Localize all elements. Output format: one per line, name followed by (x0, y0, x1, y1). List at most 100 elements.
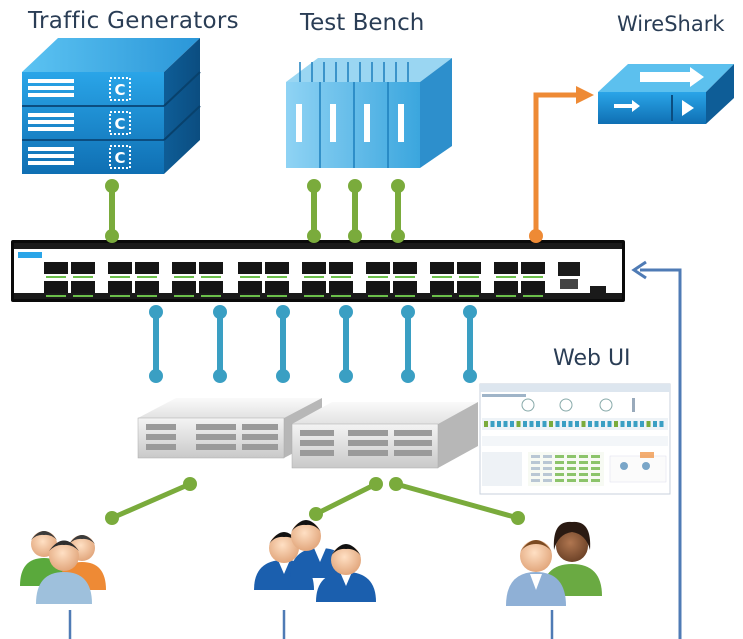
port-led (201, 295, 221, 297)
user-links (111, 481, 519, 521)
port-led (110, 295, 130, 297)
webui-port-indicator (542, 421, 547, 427)
webui-grid-cell (567, 467, 576, 470)
webui-port-indicator (614, 421, 618, 427)
webui-port-indicator (529, 421, 534, 427)
switch-port (521, 281, 545, 293)
webui-port-indicator (555, 421, 560, 427)
test-bench-icon (286, 58, 452, 168)
switch-port (108, 262, 132, 274)
webui-port-indicator (588, 421, 592, 427)
webui-port-indicator (640, 421, 644, 427)
port-led (304, 295, 324, 297)
webui-port-indicator (646, 421, 651, 427)
port-led (73, 276, 93, 278)
switch-port (366, 262, 390, 274)
user-drop-lines (68, 610, 554, 639)
port-led (46, 295, 66, 297)
webui-grid-cell (531, 479, 540, 482)
switch-port (108, 281, 132, 293)
webui-grid-cell (567, 473, 576, 476)
port-led (110, 276, 130, 278)
switch-port (44, 281, 68, 293)
switch-port (457, 281, 481, 293)
webui-grid-cell (543, 455, 552, 458)
svg-text:C: C (114, 81, 125, 99)
switch-port (430, 262, 454, 274)
switch-port (44, 262, 68, 274)
switch-port (172, 262, 196, 274)
webui-grid-cell (543, 473, 552, 476)
web-ui-label: Web UI (553, 346, 631, 371)
webui-grid-cell (579, 461, 588, 464)
traffic-generator-icon: CCC (22, 38, 201, 174)
switch-port (71, 281, 95, 293)
switch-port (265, 281, 289, 293)
port-led (304, 276, 324, 278)
port-led (496, 276, 516, 278)
switch-port (430, 281, 454, 293)
webui-port-indicator (503, 421, 508, 427)
webui-grid-cell (555, 455, 564, 458)
webui-grid-cell (579, 473, 588, 476)
port-led (240, 276, 260, 278)
port-led (368, 295, 388, 297)
port-led (137, 295, 157, 297)
switch-port (199, 262, 223, 274)
webui-grid-cell (591, 473, 600, 476)
port-led (459, 276, 479, 278)
webui-grid-cell (591, 467, 600, 470)
webui-grid-cell (591, 455, 600, 458)
webui-port-indicator (653, 421, 657, 427)
webui-port-indicator (497, 421, 501, 427)
port-led (201, 276, 221, 278)
port-led (368, 276, 388, 278)
webui-grid-cell (543, 467, 552, 470)
switch-port (393, 281, 417, 293)
wireshark-label: WireShark (617, 12, 725, 36)
webui-port-indicator (490, 421, 495, 427)
web-ui-screenshot-icon (479, 383, 671, 495)
webui-port-indicator (523, 421, 527, 427)
port-led (331, 295, 351, 297)
port-led (395, 276, 415, 278)
webui-grid-cell (555, 467, 564, 470)
traffic-generators-label: Traffic Generators (28, 8, 239, 34)
webui-port-indicator (581, 421, 586, 427)
network-switch-icon (11, 240, 625, 302)
switch-port (521, 262, 545, 274)
webui-grid-cell (579, 467, 588, 470)
webui-grid-cell (591, 479, 600, 482)
webui-port-indicator (659, 421, 664, 427)
port-led (523, 295, 543, 297)
webui-grid-cell (531, 473, 540, 476)
wireshark-link (529, 86, 594, 243)
switch-port (135, 281, 159, 293)
switch-port (494, 281, 518, 293)
switch-port (71, 262, 95, 274)
svg-text:C: C (114, 115, 125, 133)
webui-grid-cell (567, 455, 576, 458)
webui-port-indicator (516, 421, 521, 427)
port-led (267, 295, 287, 297)
webui-port-indicator (601, 421, 605, 427)
webui-grid-cell (543, 461, 552, 464)
webui-port-indicator (627, 421, 631, 427)
users-group-icon (254, 520, 376, 602)
blue-links (153, 312, 473, 376)
switch-port (366, 281, 390, 293)
port-led (331, 276, 351, 278)
webui-grid-cell (531, 455, 540, 458)
webui-grid-cell (555, 461, 564, 464)
port-led (174, 276, 194, 278)
switch-port (302, 262, 326, 274)
webui-grid-cell (531, 461, 540, 464)
port-led (267, 276, 287, 278)
svg-text:C: C (114, 149, 125, 167)
webui-grid-cell (567, 461, 576, 464)
server-appliance-icon (291, 402, 478, 469)
webui-grid-cell (555, 479, 564, 482)
port-led (46, 276, 66, 278)
webui-port-indicator (594, 421, 599, 427)
port-led (395, 295, 415, 297)
